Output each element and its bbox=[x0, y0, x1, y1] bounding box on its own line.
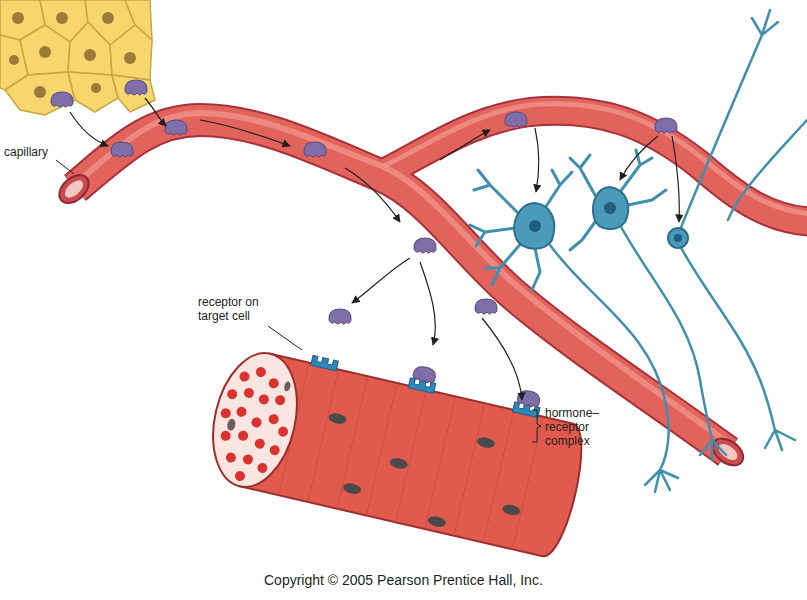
flow-arrow bbox=[70, 98, 679, 400]
copyright-notice: Copyright © 2005 Pearson Prentice Hall, … bbox=[264, 572, 543, 588]
hormone bbox=[51, 92, 73, 107]
neuron-nucleus bbox=[529, 202, 682, 242]
part-label: capillary bbox=[4, 146, 48, 160]
part-label: hormone–receptor complex bbox=[545, 407, 609, 448]
hormone bbox=[125, 80, 147, 95]
endocrine-cells bbox=[0, 0, 155, 115]
part-label: receptor on target cell bbox=[198, 296, 276, 324]
muscle-fiber bbox=[201, 323, 596, 560]
cell-nucleus bbox=[9, 12, 136, 98]
leader-line bbox=[56, 160, 541, 442]
